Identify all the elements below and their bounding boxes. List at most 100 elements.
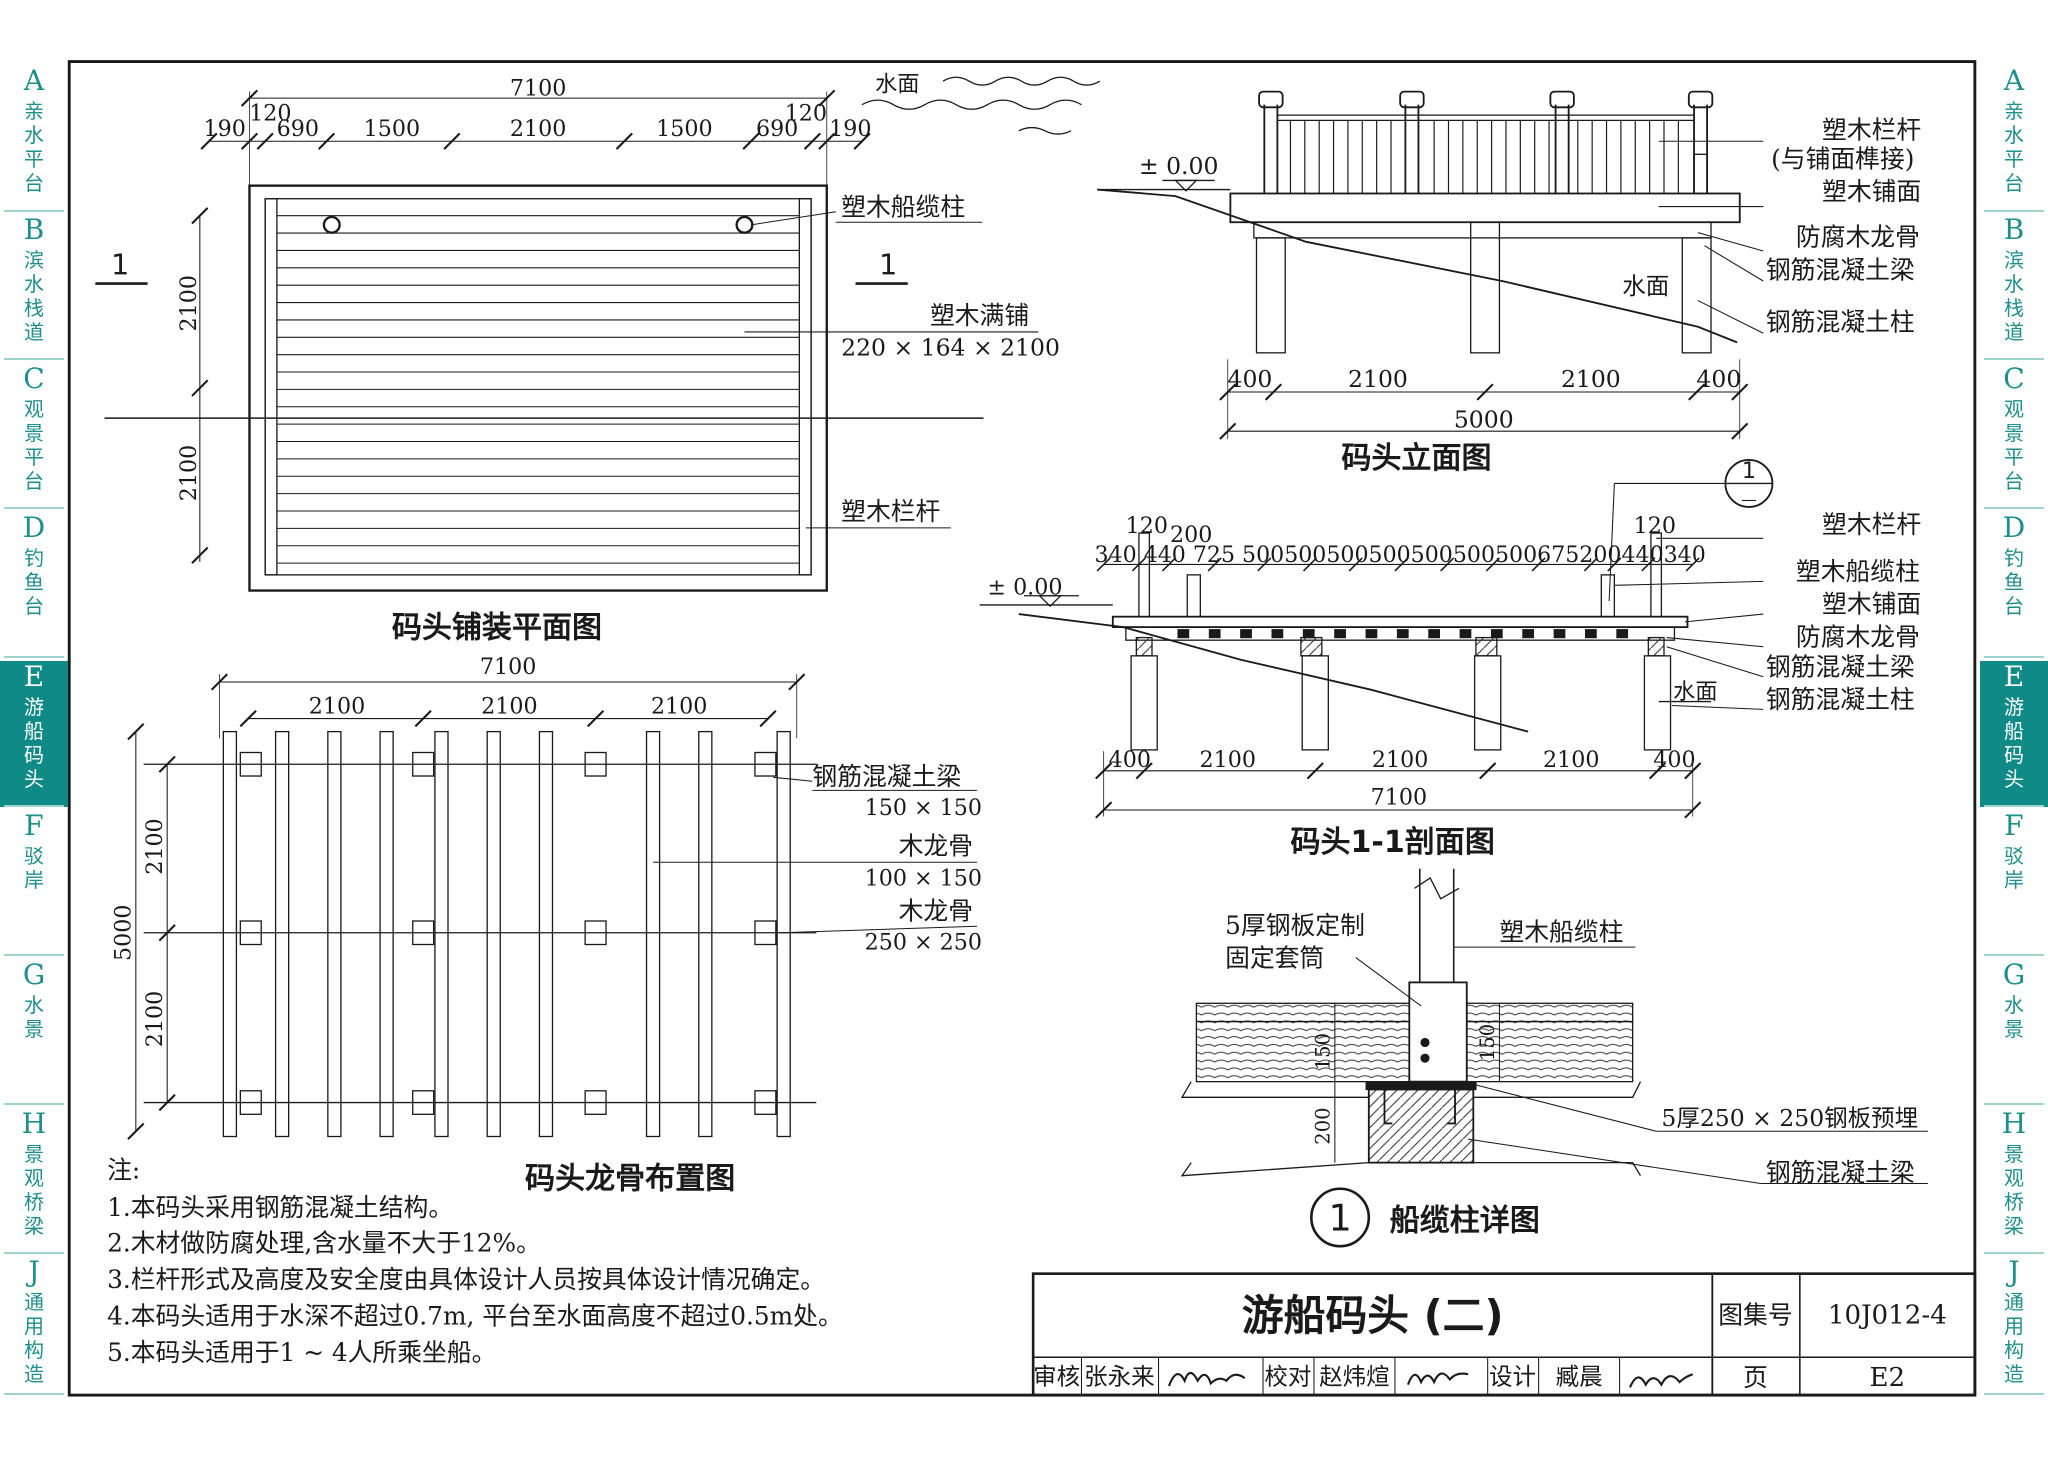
dim-tick	[615, 132, 633, 150]
dim-tick	[240, 132, 259, 150]
sec-water: 水面	[1673, 679, 1717, 705]
tab-letter: F	[2004, 808, 2024, 842]
joist-rail	[327, 730, 342, 1138]
tab-letter: G	[2002, 957, 2026, 991]
dim-tick	[1207, 557, 1222, 572]
elev-dim-2: 2100	[1348, 365, 1408, 393]
tab-label: 亲水平台	[24, 99, 44, 196]
joist-block	[1428, 629, 1440, 639]
dim-tick	[1302, 557, 1318, 572]
plan-water-label: 水面	[875, 72, 919, 98]
detail-callout-beam: 钢筋混凝土梁	[1766, 1158, 1915, 1187]
beam-post	[239, 1090, 262, 1115]
tab-separator	[1984, 805, 2044, 808]
plan-view	[95, 76, 1101, 592]
joist-title: 码头龙骨布置图	[525, 1162, 735, 1197]
elev-callout-tenon: (与铺面榫接)	[1771, 144, 1914, 173]
elev-dim-4: 400	[1696, 365, 1741, 393]
plan-callout-railing: 塑木栏杆	[841, 497, 940, 526]
tab-label: 游船码头	[2004, 694, 2024, 791]
dim-tick	[1685, 557, 1700, 572]
tab-separator	[4, 209, 64, 212]
drawing-title: 游船码头 (二)	[1242, 1291, 1504, 1340]
tab-letter: D	[2002, 510, 2026, 544]
joist-rail	[698, 730, 713, 1138]
joist-total-dim: 7100	[480, 654, 536, 680]
tab-separator	[4, 805, 64, 808]
elev-dim-1: 400	[1228, 365, 1273, 393]
dim-tick	[1348, 557, 1363, 572]
tab-letter: E	[23, 659, 45, 693]
tab-separator	[1984, 507, 2044, 510]
joist-block	[1334, 629, 1346, 639]
joist-rail	[274, 730, 290, 1138]
dim-tick	[1131, 557, 1147, 572]
tab-letter: E	[2003, 659, 2025, 693]
page-label: 页	[1743, 1363, 1768, 1392]
sec-callout-bollard: 塑木船缆柱	[1796, 557, 1920, 586]
detail-dim-150-left: 150	[1312, 1033, 1335, 1070]
bollard-icon	[322, 215, 341, 234]
dim-tick	[742, 132, 760, 150]
joist-rail	[379, 730, 394, 1138]
beam-post	[239, 751, 262, 777]
tab-letter: B	[23, 213, 45, 247]
elevation-view	[1097, 90, 1764, 440]
sec-dim-row: 340 440 725 5005005005005005005006752004…	[1095, 542, 1706, 568]
tab-letter: J	[28, 1255, 40, 1289]
tab-letter: A	[23, 64, 45, 98]
joist-callout-joist2: 木龙骨	[899, 897, 973, 926]
tab-separator	[1984, 209, 2044, 212]
dim-tick	[256, 132, 274, 150]
dim-tick	[1161, 557, 1177, 572]
detail-callout-sleeve: 5厚钢板定制	[1225, 911, 1365, 940]
joist-block	[1616, 629, 1629, 639]
sec-callout-joist: 防腐木龙骨	[1796, 622, 1920, 651]
elev-level: ± 0.00	[1139, 152, 1219, 180]
sec-dim-120-right: 120	[1634, 513, 1676, 539]
tab-letter: G	[22, 957, 46, 991]
joist-callout-beam-size: 150 × 150	[865, 795, 982, 821]
plan-row-dim: 690	[277, 116, 319, 142]
note-4: 4.本码头适用于水深不超过0.7m, 平台至水面高度不超过0.5m处。	[107, 1302, 843, 1331]
notes-block: 注: 1.本码头采用钢筋混凝土结构。 2.木材做防腐处理,含水量不大于12%。 …	[107, 1155, 843, 1367]
joist-dim-2: 2100	[481, 693, 537, 719]
joist-block	[1459, 629, 1472, 639]
joist-block	[1584, 629, 1597, 639]
joist-rail	[486, 730, 501, 1138]
reviewer-name: 张永来	[1084, 1363, 1155, 1391]
tab-letter: F	[24, 808, 44, 842]
tab-letter: J	[2008, 1255, 2020, 1289]
detail-callout-bollard: 塑木船缆柱	[1499, 918, 1623, 947]
joist-labels: 7100 2100 2100 2100 5000 2100 2100 钢筋混凝土…	[111, 654, 982, 1197]
detail-callout-sleeve-2: 固定套筒	[1225, 944, 1324, 973]
plan-total-dim: 7100	[510, 76, 566, 102]
joist-callout-beam: 钢筋混凝土梁	[812, 762, 961, 791]
tab-label: 水景	[24, 992, 44, 1041]
sec-total: 7100	[1371, 785, 1427, 811]
dim-tick	[200, 132, 218, 150]
tab-label: 观景平台	[2004, 397, 2024, 494]
atlas-label: 图集号	[1718, 1300, 1792, 1329]
tab-label: 景观桥梁	[2004, 1141, 2024, 1238]
dim-tick	[1485, 557, 1500, 572]
